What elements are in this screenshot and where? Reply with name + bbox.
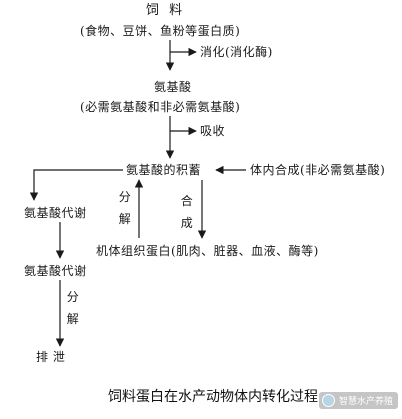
watermark-text: 智慧水产养殖: [338, 397, 393, 407]
diagram-caption: 饲料蛋白在水产动物体内转化过程: [108, 389, 318, 405]
synthesis-label: 体内合成(非必需氨基酸): [250, 163, 386, 177]
metabolism-label-1: 氨基酸代谢: [24, 206, 87, 220]
amino-acid-types: (必需氨基酸和非必需氨基酸): [80, 100, 241, 114]
excretion-label: 排 泄: [36, 350, 66, 364]
synthesize-label: 合成: [180, 194, 194, 230]
wechat-avatar-icon: [321, 394, 335, 407]
decompose-label-2: 分解: [66, 290, 80, 326]
decompose-label-1: 分解: [118, 190, 132, 226]
digestion-label: 消化(消化酶): [200, 45, 273, 59]
feed-title: 饲 料: [146, 3, 186, 18]
amino-acid-title: 氨基酸: [154, 80, 192, 94]
tissue-label: 机体组织蛋白(肌肉、脏器、血液、酶等): [96, 244, 319, 258]
metabolism-label-2: 氨基酸代谢: [24, 264, 87, 278]
watermark: 智慧水产养殖: [318, 392, 398, 409]
arrow-accumulation-to-metabolism: [29, 169, 123, 201]
accumulation-label: 氨基酸的积蓄: [126, 163, 202, 177]
feed-examples: (食物、豆饼、鱼粉等蛋白质): [80, 24, 241, 38]
absorption-label: 吸收: [200, 124, 226, 138]
